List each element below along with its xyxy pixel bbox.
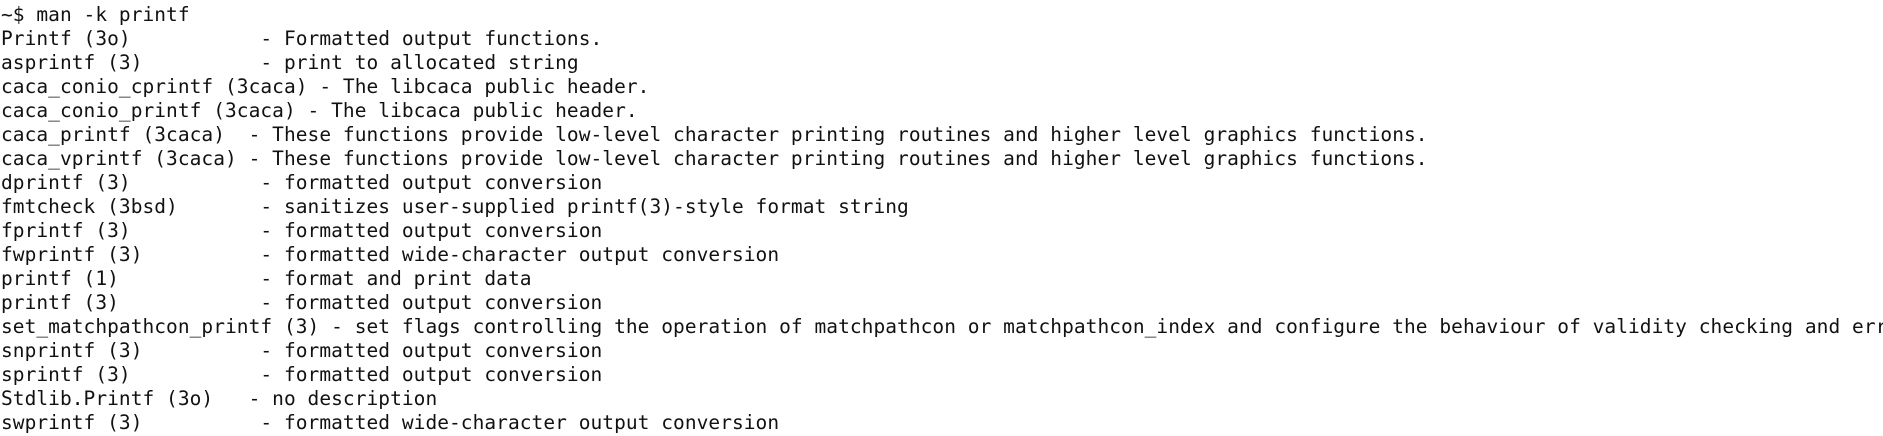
- man-result-line: fwprintf (3) - formatted wide-character …: [1, 243, 780, 266]
- man-result-line: fmtcheck (3bsd) - sanitizes user-supplie…: [1, 195, 909, 218]
- man-result-line: printf (3) - formatted output conversion: [1, 291, 603, 314]
- man-result-line: Printf (3o) - Formatted output functions…: [1, 27, 603, 50]
- man-result-line: Stdlib.Printf (3o) - no description: [1, 387, 438, 410]
- man-result-line: caca_conio_printf (3caca) - The libcaca …: [1, 99, 638, 122]
- man-result-line: fprintf (3) - formatted output conversio…: [1, 219, 603, 242]
- man-result-line: caca_printf (3caca) - These functions pr…: [1, 123, 1428, 146]
- man-result-line: snprintf (3) - formatted output conversi…: [1, 339, 603, 362]
- man-result-line: asprintf (3) - print to allocated string: [1, 51, 579, 74]
- man-result-line: set_matchpathcon_printf (3) - set flags …: [1, 315, 1883, 338]
- man-result-line: caca_conio_cprintf (3caca) - The libcaca…: [1, 75, 650, 98]
- man-result-line: sprintf (3) - formatted output conversio…: [1, 363, 603, 386]
- man-result-line: printf (1) - format and print data: [1, 267, 532, 290]
- man-result-line: caca_vprintf (3caca) - These functions p…: [1, 147, 1428, 170]
- command-prompt-line: ~$ man -k printf: [1, 3, 190, 26]
- man-result-line: dprintf (3) - formatted output conversio…: [1, 171, 603, 194]
- man-result-line: swprintf (3) - formatted wide-character …: [1, 411, 780, 434]
